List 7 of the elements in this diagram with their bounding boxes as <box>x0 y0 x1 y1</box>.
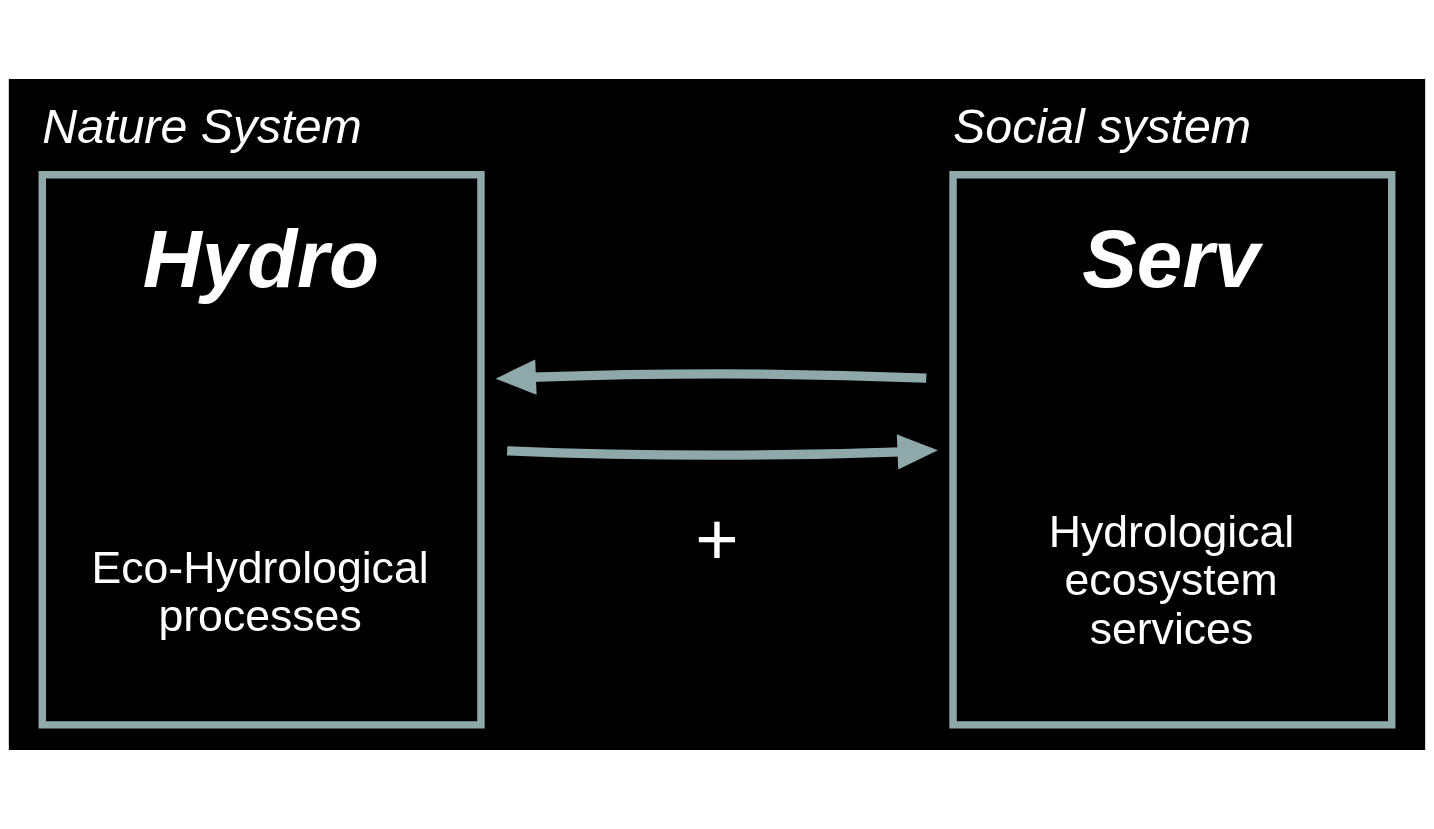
arrow <box>495 359 927 395</box>
node-box: Hydro Eco-Hydrological processes <box>38 171 485 729</box>
node-box: Serv Hydrological ecosystem services <box>949 171 1396 729</box>
label: + <box>695 498 739 582</box>
node-label: Social system <box>953 98 1252 153</box>
arrow <box>506 434 938 470</box>
node-label: Nature System <box>42 98 362 153</box>
